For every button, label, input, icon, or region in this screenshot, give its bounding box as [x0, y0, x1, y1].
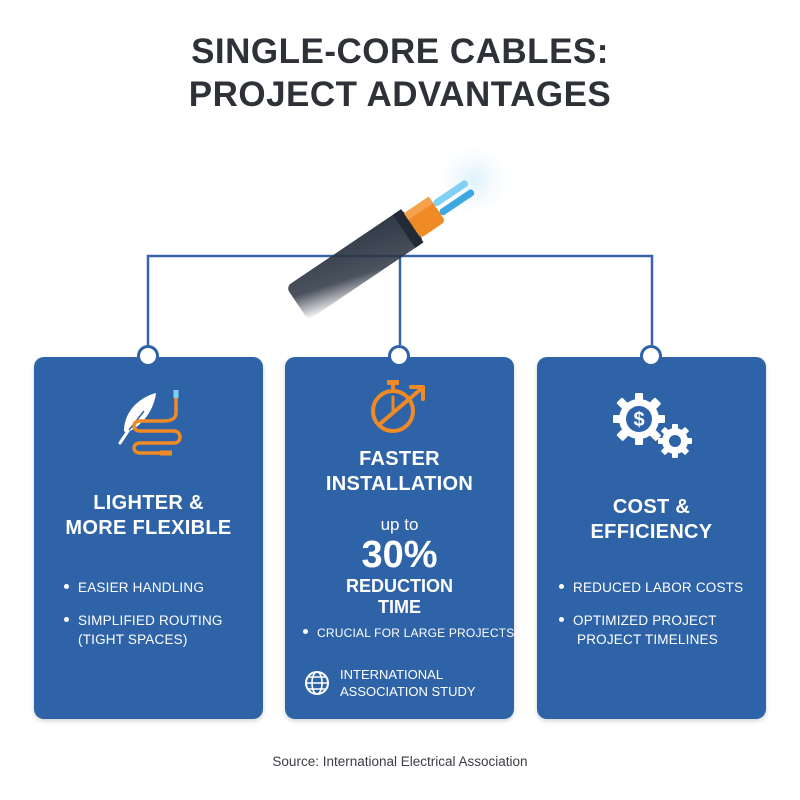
list-item: EASIER HANDLING: [64, 578, 223, 597]
connector-pin: [137, 345, 159, 367]
card-title: LIGHTER & MORE FLEXIBLE: [65, 492, 232, 539]
stat-label: REDUCTION TIME: [346, 576, 453, 617]
bullet-list: CRUCIAL FOR LARGE PROJECTS: [303, 624, 514, 643]
card-lighter-flexible: LIGHTER & MORE FLEXIBLE EASIER HANDLING …: [34, 345, 263, 719]
feather-cable-icon: [118, 390, 182, 456]
title-line-1: SINGLE-CORE CABLES:: [191, 32, 609, 71]
connector-pin: [640, 345, 662, 367]
dollar-gears-icon: $: [613, 393, 692, 458]
stat-value: 30%: [361, 534, 438, 576]
study-note: INTERNATIONAL ASSOCIATION STUDY: [340, 667, 476, 699]
stopwatch-arrow-icon: [371, 380, 425, 433]
list-item: REDUCED LABOR COSTS: [559, 578, 743, 597]
list-item: SIMPLIFIED ROUTING(TIGHT SPACES): [64, 611, 223, 649]
globe-icon: [305, 671, 329, 695]
page-title: SINGLE-CORE CABLES: PROJECT ADVANTAGES: [0, 30, 800, 116]
connector-pin: [388, 345, 410, 367]
title-line-2: PROJECT ADVANTAGES: [188, 75, 612, 114]
list-item: CRUCIAL FOR LARGE PROJECTS: [303, 624, 514, 643]
bullet-list: EASIER HANDLING SIMPLIFIED ROUTING(TIGHT…: [64, 578, 223, 649]
stat-prefix: up to: [380, 515, 419, 534]
source-note: Source: International Electrical Associa…: [272, 754, 528, 769]
card-faster-installation: FASTER INSTALLATION up to 30% REDUCTION …: [285, 345, 514, 719]
card-title: FASTER INSTALLATION: [325, 448, 474, 495]
svg-text:$: $: [633, 409, 644, 431]
card-cost-efficiency: $ COST & EFFICIENCY REDUCED LABOR COSTS …: [537, 345, 766, 719]
card-title: COST & EFFICIENCY: [590, 496, 713, 543]
